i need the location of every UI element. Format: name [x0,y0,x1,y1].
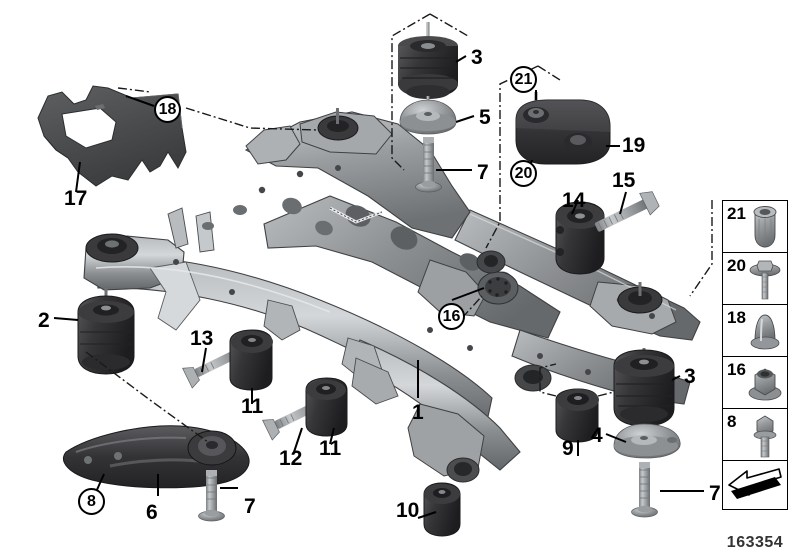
legend-row-16[interactable]: 16 [723,357,787,409]
cup-washer-upper-art [399,96,457,135]
diagram-part-number: 163354 [726,534,784,551]
legend-number-8: 8 [727,412,737,431]
callout-4: 4 [591,424,603,447]
callout-19: 19 [622,134,646,157]
legend-number-18: 18 [727,308,746,327]
hex-bolt-asm-art [594,191,660,232]
socket-lower-front-art [446,457,480,483]
callout-11-left: 11 [241,395,264,418]
hex-bolt-long-lower-right-art [631,462,658,518]
callout-10: 10 [396,499,420,522]
legend-row-20[interactable]: 20 [723,253,787,305]
callout-3-upper: 3 [471,46,483,69]
threaded-sleeve-icon [753,206,777,248]
legend-row-8[interactable]: 8 [723,409,787,461]
callout-6: 6 [146,501,158,524]
callout-14: 14 [562,189,586,212]
legend-panel: 21 20 18 [722,200,788,510]
callout-1: 1 [412,401,424,424]
flange-nut-icon [748,368,782,401]
bushing-rear-art [555,388,599,443]
callout-11-right: 11 [319,437,342,460]
collar-bolt-icon [749,260,781,300]
mount-installed-right-art [617,282,663,314]
callout-7-lower-right: 7 [709,482,721,505]
heat-shield-plate-art [37,85,187,187]
callout-8-circled: 8 [78,488,105,515]
legend-row-21[interactable]: 21 [723,201,787,253]
cap-nut-installed-art [317,108,359,141]
legend-row-18[interactable]: 18 [723,305,787,357]
callout-21-circled: 21 [510,66,537,93]
bushing-in-left-arm-art [85,233,139,263]
socket-rear-art [514,364,552,392]
callout-16-circled: 16 [438,303,465,330]
callout-17: 17 [64,187,88,210]
callout-7-upper: 7 [477,161,489,184]
bushing-mid-right-art [305,377,348,437]
legend-number-21: 21 [727,204,746,223]
hex-bolt-icon [753,415,777,458]
arrow-direction-icon [728,468,782,499]
callout-5: 5 [479,106,491,129]
legend-number-16: 16 [727,360,746,379]
legend-number-20: 20 [727,256,746,275]
callout-20-circled: 20 [510,160,537,187]
hex-bolt-long-lower-left-art [198,470,225,522]
bushing-large-art [555,201,605,275]
guide-link-arm-art [63,425,250,489]
callout-12: 12 [279,447,303,470]
callout-7-lower-left: 7 [244,495,256,518]
callout-13: 13 [190,327,214,350]
rubber-mounting-top-art [398,22,458,99]
hex-bolt-long-upper-art [415,137,442,193]
flange-nut-installed-art [477,271,519,305]
cap-nut-icon [750,314,780,350]
cup-washer-lower-art [613,423,681,459]
rubber-stop-bracket-art [515,92,611,165]
legend-row-direction [723,461,787,509]
rubber-mounting-left-art [77,288,135,375]
callout-15: 15 [612,169,636,192]
bushing-mid-left-art [229,329,273,391]
bushing-installed-mid-art [476,250,506,274]
callout-3-right: 3 [684,365,696,388]
bushing-lower-front-art [423,482,461,537]
callout-9: 9 [562,437,574,460]
rubber-mounting-right-art [613,348,675,427]
callout-18-circled: 18 [154,96,181,123]
callout-2: 2 [38,309,50,332]
